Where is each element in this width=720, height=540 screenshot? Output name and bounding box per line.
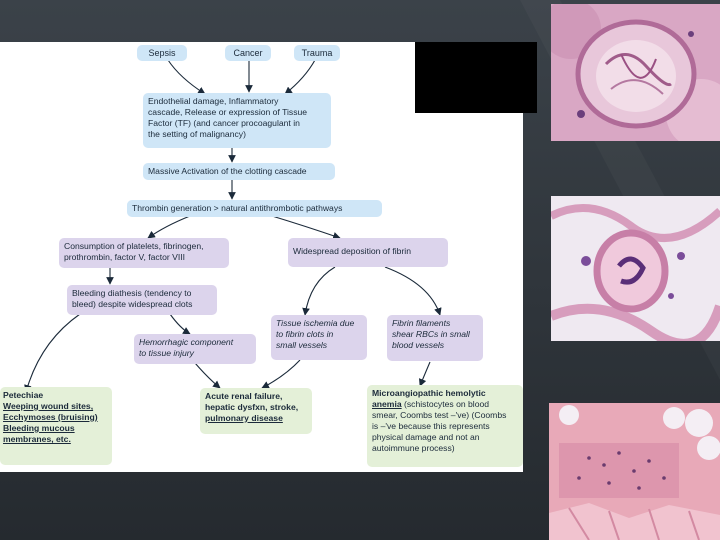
cause-trauma: Trauma	[294, 45, 340, 61]
mah-line: is –'ve because this represents	[372, 421, 490, 431]
filaments-line: Fibrin filaments	[392, 318, 451, 328]
cause-sepsis: Sepsis	[137, 45, 187, 61]
consumption-line: Consumption of platelets, fibrinogen,	[64, 241, 204, 251]
histology-image-top	[551, 4, 720, 141]
petechiae-line: Weeping wound sites,	[3, 401, 94, 411]
petechiae-box: Petechiae Weeping wound sites, Ecchymose…	[0, 387, 112, 465]
consumption-box: Consumption of platelets, fibrinogen, pr…	[59, 238, 229, 268]
histology-image-middle	[551, 196, 720, 341]
arrow-to-consumption	[147, 215, 191, 239]
petechiae-line: Ecchymoses (bruising)	[3, 412, 98, 422]
arrow-ischemia-renal	[261, 359, 301, 389]
renal-line: hepatic dysfxn, stroke,	[205, 402, 299, 412]
renal-line: Acute renal failure,	[205, 391, 283, 401]
arrow-trauma	[284, 59, 316, 95]
fibrin-deposition-box: Widespread deposition of fibrin	[288, 238, 448, 267]
bleeding-line: Bleeding diathesis (tendency to	[72, 288, 192, 298]
step1-line: Factor (TF) (and cancer procoagulant in	[148, 118, 300, 128]
mah-line: Microangiopathic hemolytic	[372, 388, 486, 398]
hemorrhagic-line: to tissue injury	[139, 348, 194, 358]
mah-anemia-box: Microangiopathic hemolytic anemia (schis…	[367, 385, 523, 467]
arrow-bleeding-hemorrhagic	[169, 313, 191, 335]
dic-flowchart: Sepsis Cancer Trauma Endothelial damage,…	[0, 42, 523, 472]
histology-image-middle-art	[551, 196, 720, 341]
mah-anemia-word: anemia	[372, 399, 402, 409]
arrow-hemorrhagic-renal	[194, 362, 221, 389]
petechiae-line: membranes, etc.	[3, 434, 71, 444]
thrombin-generation-box: Thrombin generation > natural antithromb…	[127, 200, 382, 217]
mah-line: smear, Coombs test –'ve) (Coombs	[372, 410, 507, 420]
ischemia-line: small vessels	[276, 340, 328, 350]
fibrin-filaments-box: Fibrin filaments shear RBCs in small blo…	[387, 315, 483, 361]
ischemia-line: Tissue ischemia due	[276, 318, 355, 328]
step1-line: the setting of malignancy)	[148, 129, 246, 139]
tissue-ischemia-box: Tissue ischemia due to fibrin clots in s…	[271, 315, 367, 360]
arrow-filaments-mah	[418, 361, 431, 387]
mah-line: autoimmune process)	[372, 443, 455, 453]
mah-line: anemia (schistocytes on blood	[372, 399, 518, 410]
renal-line: pulmonary disease	[205, 413, 283, 423]
histology-image-top-art	[551, 4, 720, 141]
mah-schistocytes: (schistocytes on blood	[401, 399, 490, 409]
arrow-deposition-ischemia	[302, 266, 336, 316]
black-block	[415, 42, 537, 113]
consumption-line: prothrombin, factor V, factor VIII	[64, 252, 186, 262]
hemorrhagic-line: Hemorrhagic component	[139, 337, 234, 347]
renal-failure-box: Acute renal failure, hepatic dysfxn, str…	[200, 388, 312, 434]
arrow-to-deposition	[271, 215, 341, 240]
mah-line: physical damage and not an	[372, 432, 480, 442]
petechiae-line: Bleeding mucous	[3, 423, 75, 433]
arrow-sepsis	[167, 59, 206, 95]
bleeding-line: bleed) despite widespread clots	[72, 299, 193, 309]
flowchart-arrows	[24, 59, 442, 393]
histology-image-bottom	[549, 403, 720, 540]
clotting-activation-box: Massive Activation of the clotting casca…	[143, 163, 335, 180]
histology-image-bottom-art	[549, 403, 720, 540]
step1-line: Endothelial damage, Inflammatory	[148, 96, 279, 106]
cause-cancer: Cancer	[225, 45, 271, 61]
step1-line: cascade, Release or expression of Tissue	[148, 107, 308, 117]
hemorrhagic-component-box: Hemorrhagic component to tissue injury	[134, 334, 256, 364]
ischemia-line: to fibrin clots in	[276, 329, 334, 339]
filaments-line: shear RBCs in small	[392, 329, 470, 339]
arrow-deposition-filaments	[384, 266, 442, 316]
endothelial-damage-box: Endothelial damage, Inflammatory cascade…	[143, 93, 331, 148]
bleeding-diathesis-box: Bleeding diathesis (tendency to bleed) d…	[67, 285, 217, 315]
arrow-bleeding-petechiae	[24, 313, 81, 393]
filaments-line: blood vessels	[392, 340, 445, 350]
petechiae-line: Petechiae	[3, 390, 44, 400]
